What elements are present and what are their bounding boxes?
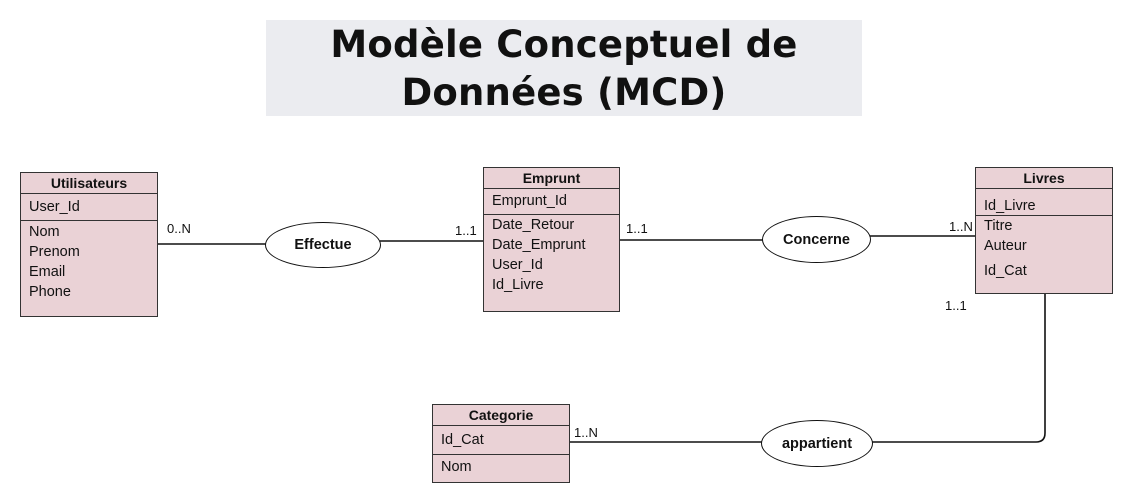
entity-utilisateurs-name: Utilisateurs [21, 173, 157, 194]
entity-utilisateurs[interactable]: Utilisateurs User_Id Nom Prenom Email Ph… [20, 172, 158, 317]
entity-utilisateurs-key: User_Id [21, 194, 157, 221]
diagram-title-line-2: Données (MCD) [401, 71, 727, 114]
entity-emprunt-name: Emprunt [484, 168, 619, 189]
cardinality-emprunt-concerne: 1..1 [626, 221, 648, 236]
entity-livres-attributes: Titre Auteur Id_Cat [976, 216, 1112, 281]
entity-categorie-attributes: Nom [433, 455, 569, 477]
key-attribute: Id_Cat [441, 432, 484, 448]
attribute: Nom [29, 224, 60, 240]
entity-livres[interactable]: Livres Id_Livre Titre Auteur Id_Cat [975, 167, 1113, 294]
key-attribute: Emprunt_Id [492, 193, 567, 209]
cardinality-utilisateurs-effectue: 0..N [167, 221, 191, 236]
entity-categorie-key: Id_Cat [433, 426, 569, 455]
line-appartient-livres [872, 292, 1046, 443]
entity-livres-key: Id_Livre [976, 189, 1112, 216]
entity-emprunt-key: Emprunt_Id [484, 189, 619, 215]
attribute: Auteur [984, 238, 1027, 254]
relation-effectue[interactable]: Effectue [265, 222, 381, 268]
attribute: Nom [441, 459, 472, 475]
attribute: Id_Livre [492, 277, 544, 293]
entity-livres-name: Livres [976, 168, 1112, 189]
relation-concerne[interactable]: Concerne [762, 216, 871, 263]
relation-appartient[interactable]: appartient [761, 420, 873, 467]
cardinality-livres-concerne: 1..N [949, 219, 973, 234]
attribute: Phone [29, 284, 71, 300]
entity-categorie[interactable]: Categorie Id_Cat Nom [432, 404, 570, 483]
cardinality-emprunt-effectue: 1..1 [455, 223, 477, 238]
entity-categorie-name: Categorie [433, 405, 569, 426]
key-attribute: Id_Livre [984, 198, 1036, 214]
attribute: Date_Retour [492, 217, 575, 233]
attribute: Date_Emprunt [492, 237, 586, 253]
attribute: Id_Cat [984, 263, 1027, 279]
entity-emprunt-attributes: Date_Retour Date_Emprunt User_Id Id_Livr… [484, 215, 619, 295]
cardinality-livres-appartient: 1..1 [945, 298, 967, 313]
entity-emprunt[interactable]: Emprunt Emprunt_Id Date_Retour Date_Empr… [483, 167, 620, 312]
attribute: Titre [984, 218, 1013, 234]
title-band [266, 20, 862, 116]
entity-utilisateurs-attributes: Nom Prenom Email Phone [21, 221, 157, 302]
attribute: Email [29, 264, 66, 280]
attribute: User_Id [492, 257, 543, 273]
cardinality-categorie-appartient: 1..N [574, 425, 598, 440]
attribute: Prenom [29, 244, 80, 260]
diagram-title-line-1: Modèle Conceptuel de [330, 23, 798, 66]
key-attribute: User_Id [29, 199, 80, 215]
